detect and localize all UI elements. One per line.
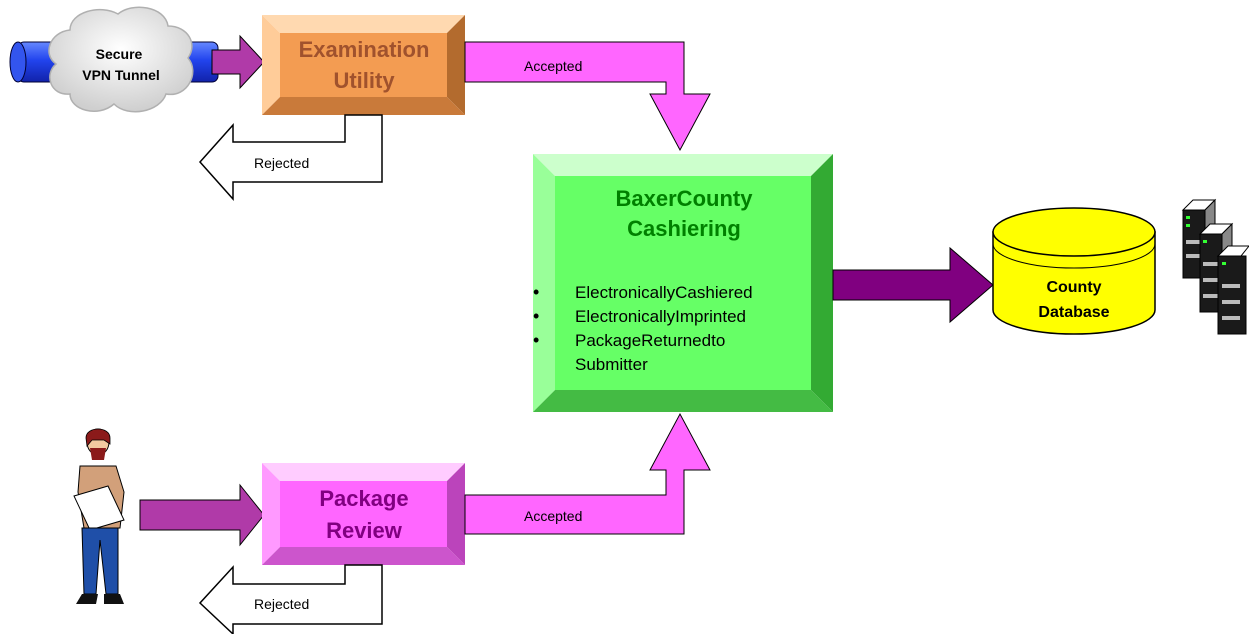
arrow-person-to-package-review bbox=[139, 483, 265, 547]
bullet-item-3-cont: Submitter bbox=[575, 355, 648, 374]
accepted-bottom-label: Accepted bbox=[524, 508, 582, 524]
person-icon bbox=[73, 428, 125, 604]
arrow-accepted-bottom bbox=[464, 412, 711, 535]
database-icon bbox=[992, 207, 1156, 335]
bullet-item-3: PackageReturnedto bbox=[575, 331, 725, 350]
database-label-line2: Database bbox=[1038, 304, 1109, 321]
bullet-dot-2: • bbox=[533, 306, 539, 326]
cashiering-title-line2: Cashiering bbox=[627, 216, 741, 241]
server-icon bbox=[1181, 198, 1249, 335]
cashiering-title-line1: BaxerCounty bbox=[616, 186, 754, 211]
accepted-top-label: Accepted bbox=[524, 58, 582, 74]
bullet-dot-1: • bbox=[533, 282, 539, 302]
package-review-box bbox=[262, 463, 465, 565]
arrow-cashiering-to-database bbox=[832, 246, 994, 324]
cashiering-box bbox=[533, 154, 833, 412]
examination-title-line1: Examination bbox=[299, 37, 430, 62]
cloud-label-line1: Secure bbox=[96, 46, 143, 62]
bullet-item-2: ElectronicallyImprinted bbox=[575, 307, 746, 326]
examination-utility-box bbox=[262, 15, 465, 115]
cloud-icon bbox=[48, 6, 194, 113]
database-label-line1: County bbox=[1046, 279, 1101, 296]
package-review-title-line2: Review bbox=[326, 518, 403, 543]
package-review-title-line1: Package bbox=[319, 486, 408, 511]
arrow-rejected-bottom bbox=[198, 564, 383, 634]
examination-title-line2: Utility bbox=[333, 68, 395, 93]
arrow-vpn-to-examination bbox=[211, 34, 265, 90]
rejected-bottom-label: Rejected bbox=[254, 596, 309, 612]
arrow-accepted-top bbox=[464, 41, 711, 152]
cloud-label-line2: VPN Tunnel bbox=[82, 67, 160, 83]
arrow-rejected-top bbox=[198, 114, 383, 201]
rejected-top-label: Rejected bbox=[254, 155, 309, 171]
bullet-dot-3: • bbox=[533, 330, 539, 350]
bullet-item-1: ElectronicallyCashiered bbox=[575, 283, 753, 302]
